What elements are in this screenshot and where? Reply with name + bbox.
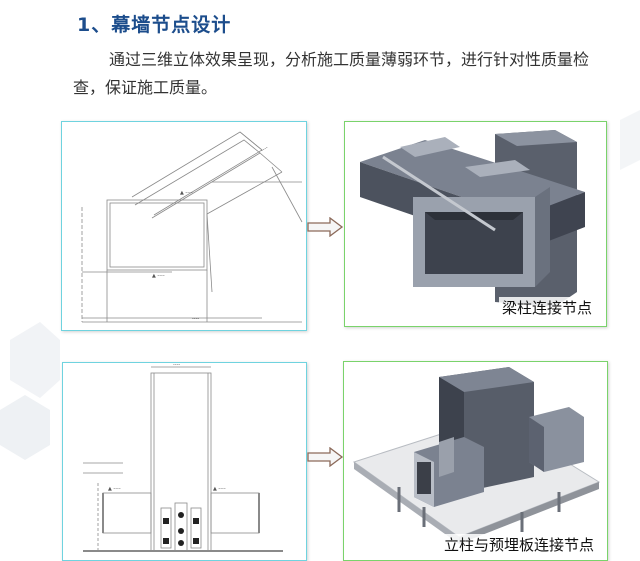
- svg-text:----: ----: [192, 316, 199, 322]
- section-description: 通过三维立体效果呈现，分析施工质量薄弱环节，进行针对性质量检查，保证施工质量。: [73, 50, 590, 97]
- beam-column-cad-drawing: ▲ ---- ▲ ---- ---- ----: [61, 121, 307, 331]
- right-arrow-icon: [307, 447, 344, 467]
- svg-text:----: ----: [173, 363, 180, 368]
- svg-text:▲ ----: ▲ ----: [213, 486, 226, 492]
- right-arrow-icon: [307, 217, 344, 237]
- background-hexagon-pattern-right: [620, 110, 640, 170]
- beam-column-3d-model: 梁柱连接节点: [344, 121, 607, 327]
- svg-text:▲ ----: ▲ ----: [180, 190, 193, 196]
- cad-drawing-icon: ---- ▲ ---- ▲ ----: [83, 363, 283, 552]
- section-title: 1、幕墙节点设计: [77, 14, 232, 36]
- column-plate-caption: 立柱与预埋板连接节点: [440, 534, 597, 555]
- svg-text:▲ ----: ▲ ----: [108, 486, 121, 492]
- 3d-model-icon: [352, 367, 601, 544]
- svg-text:▲ ----: ▲ ----: [152, 273, 165, 279]
- beam-column-caption: 梁柱连接节点: [498, 297, 595, 318]
- column-plate-cad-drawing: ---- ▲ ---- ▲ ----: [62, 362, 307, 561]
- background-hexagon-pattern: [0, 322, 60, 460]
- column-plate-3d-model: 立柱与预埋板连接节点: [343, 361, 608, 561]
- 3d-model-icon: [360, 130, 585, 307]
- svg-text:----: ----: [260, 145, 269, 154]
- cad-drawing-icon: ▲ ---- ▲ ---- ---- ----: [81, 131, 303, 323]
